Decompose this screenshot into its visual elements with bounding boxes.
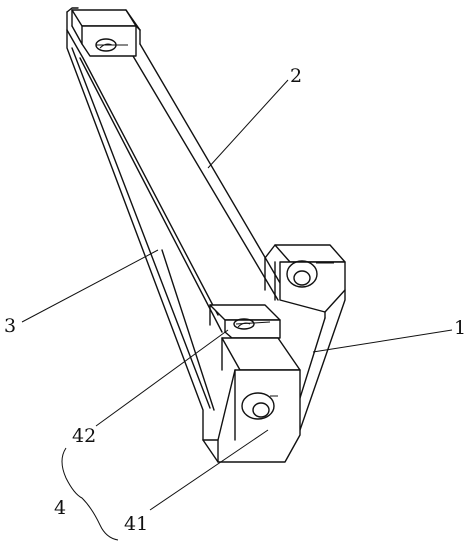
label-4: 4 — [54, 497, 66, 519]
leader-1 — [312, 329, 453, 353]
part-labels: 1 2 3 4 41 42 — [4, 65, 466, 535]
leader-2 — [207, 79, 289, 169]
label-3: 3 — [4, 315, 16, 337]
leader-lines — [21, 79, 453, 541]
leader-42 — [95, 329, 229, 427]
label-41: 41 — [124, 513, 148, 535]
bracket-arm — [66, 29, 291, 441]
leader-41 — [149, 429, 269, 511]
lower-clamp — [202, 304, 301, 463]
right-block — [264, 244, 346, 431]
label-2: 2 — [290, 65, 302, 87]
label-1: 1 — [454, 317, 466, 339]
label-42: 42 — [72, 425, 96, 447]
leader-3 — [21, 249, 159, 323]
brace-4 — [61, 447, 119, 541]
top-block — [66, 7, 141, 57]
